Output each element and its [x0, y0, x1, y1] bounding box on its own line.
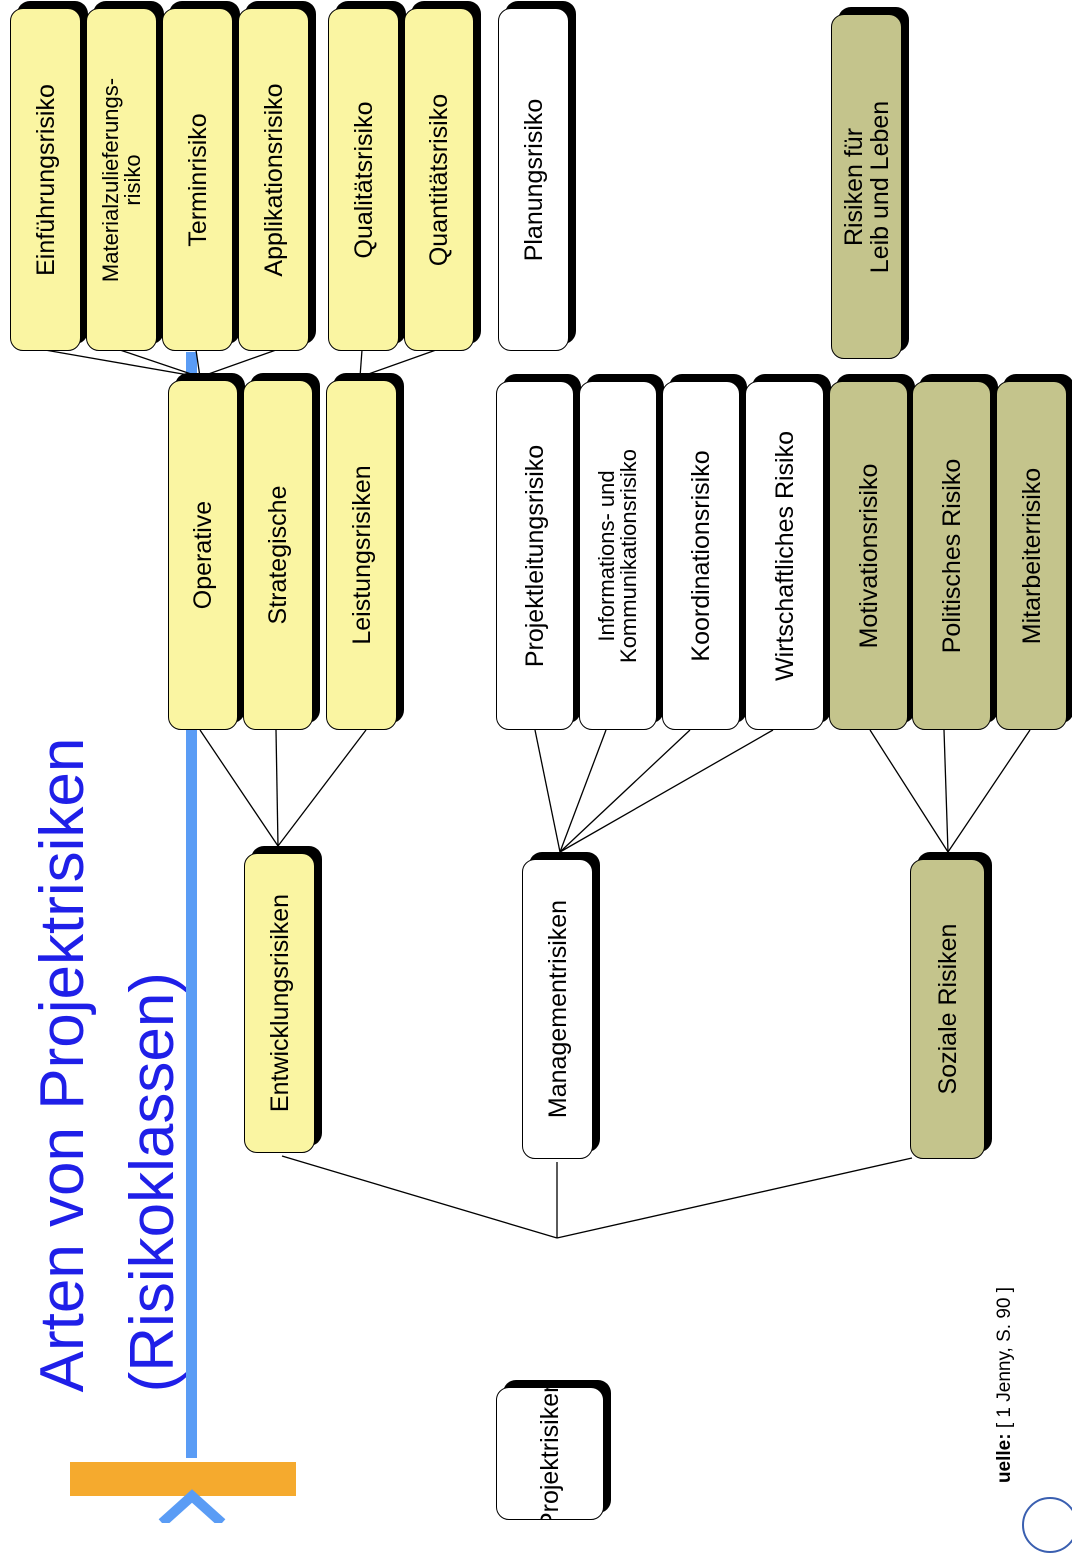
node-leib-und-leben: Risiken für Leib und Leben [831, 14, 902, 359]
node-strategische: Strategische [243, 380, 313, 730]
node-projektleitungsrisiko: Projektleitungsrisiko [496, 381, 574, 730]
node-motivationsrisiko: Motivationsrisiko [829, 381, 908, 730]
slide-title: Arten von Projektrisiken (Risikoklassen) [28, 737, 187, 1393]
arrow-head-icon [158, 1489, 226, 1523]
node-leistungsrisiken: Leistungsrisiken [326, 380, 397, 730]
node-operative: Operative [168, 380, 238, 730]
node-mitarbeiterrisiko: Mitarbeiterrisiko [996, 381, 1067, 730]
source-text: [ 1 Jenny, S. 90 ] [994, 1286, 1015, 1429]
node-qualitaetsrisiko: Qualitätsrisiko [328, 8, 399, 351]
node-politisches-risiko: Politisches Risiko [912, 381, 991, 730]
source-label: uelle: [994, 1433, 1015, 1484]
node-soziale-risiken: Soziale Risiken [910, 859, 985, 1159]
node-entwicklungsrisiken: Entwicklungsrisiken [244, 853, 315, 1153]
node-planungsrisiko: Planungsrisiko [498, 8, 569, 351]
node-terminrisiko: Terminrisiko [162, 8, 233, 351]
node-applikationsrisiko: Applikationsrisiko [238, 8, 309, 351]
node-managementrisiken: Managementrisiken [522, 859, 593, 1159]
node-einfuehrungsrisiko: Einführungsrisiko [10, 8, 81, 351]
source-citation: uelle: [ 1 Jenny, S. 90 ] [994, 1287, 1016, 1483]
node-wirtschaftliches-risiko: Wirtschaftliches Risiko [745, 381, 824, 730]
node-koordinationsrisiko: Koordinationsrisiko [662, 381, 740, 730]
orange-bar [70, 1462, 296, 1496]
node-quantitaetsrisiko: Quantitätsrisiko [404, 8, 474, 351]
node-projektrisiken: Projektrisiken [496, 1387, 604, 1520]
university-seal-icon [1022, 1497, 1072, 1553]
node-informationsrisiko: Informations- und Kommunikationsrisiko [579, 381, 657, 730]
node-materialzulieferungsrisiko: Materialzulieferungs- risiko [86, 8, 157, 351]
blue-vertical-bar [186, 352, 197, 1458]
